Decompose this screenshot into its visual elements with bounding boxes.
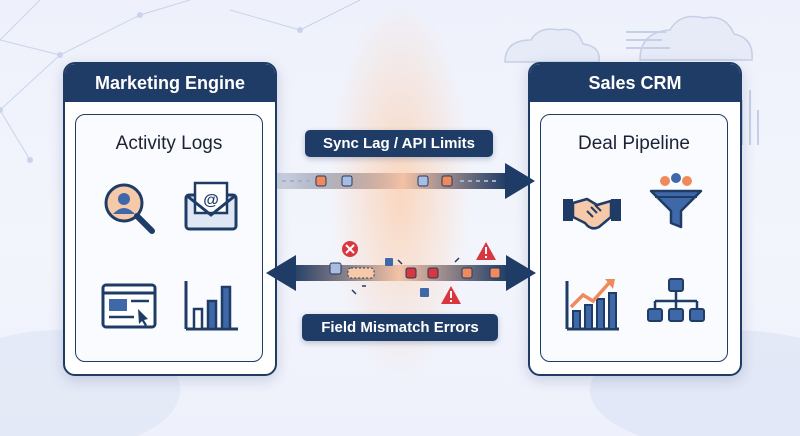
deal-pipeline-label: Deal Pipeline: [578, 133, 690, 154]
svg-text:@: @: [203, 192, 219, 209]
warning-icon: [441, 286, 461, 304]
sync-lag-label: Sync Lag / API Limits: [305, 130, 493, 157]
error-x-icon: [342, 241, 358, 257]
bar-chart-icon: [184, 281, 238, 331]
mismatch-flow-arrow: [266, 255, 536, 297]
handshake-icon: [563, 197, 621, 230]
growth-chart-icon: [565, 279, 619, 331]
activity-logs-box: Activity Logs @: [75, 114, 263, 362]
funnel-icon: [649, 173, 703, 229]
field-mismatch-label: Field Mismatch Errors: [302, 314, 498, 341]
web-page-icon: [101, 283, 157, 329]
deal-pipeline-box: Deal Pipeline: [540, 114, 728, 362]
sync-flow-arrow: [275, 163, 535, 199]
email-icon: @: [184, 181, 238, 231]
marketing-engine-title: Marketing Engine: [65, 64, 275, 102]
user-search-icon: [104, 183, 155, 234]
sales-crm-title: Sales CRM: [530, 64, 740, 102]
activity-logs-label: Activity Logs: [115, 133, 223, 154]
marketing-engine-panel: Marketing Engine Activity Logs @: [63, 62, 277, 376]
sales-crm-panel: Sales CRM Deal Pipeline: [528, 62, 742, 376]
org-chart-icon: [647, 278, 705, 322]
warning-icon: [476, 242, 496, 260]
